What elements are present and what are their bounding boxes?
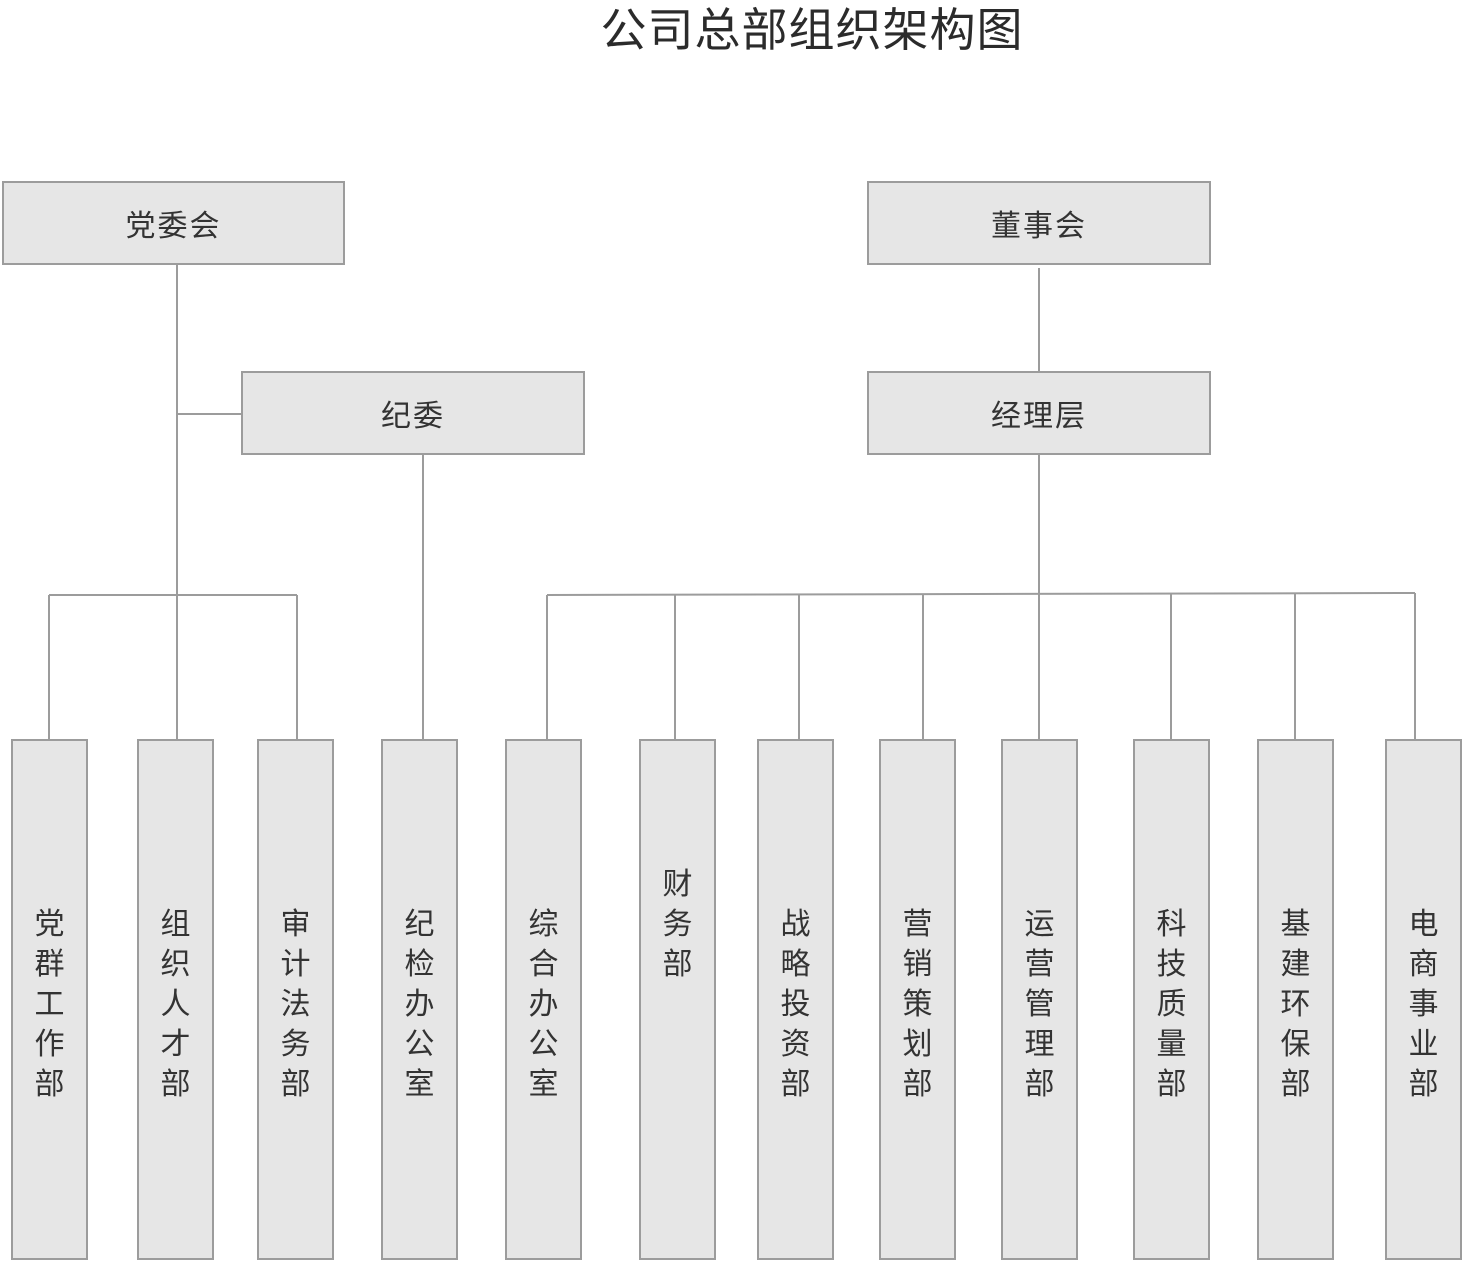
department-node: 纪检办公室 [381, 739, 458, 1260]
node-label: 纪委 [381, 399, 445, 434]
board-node: 董事会 [867, 181, 1211, 265]
department-label: 审计法务部 [280, 906, 311, 1102]
node-label: 经理层 [991, 399, 1087, 434]
department-label: 战略投资部 [780, 906, 811, 1102]
department-label: 运营管理部 [1024, 906, 1055, 1102]
department-label: 财务部 [662, 866, 693, 982]
department-node: 基建环保部 [1257, 739, 1334, 1260]
department-node: 战略投资部 [757, 739, 834, 1260]
discipline-committee-node: 纪委 [241, 371, 585, 455]
department-label: 党群工作部 [34, 906, 65, 1102]
department-node: 科技质量部 [1133, 739, 1210, 1260]
department-node: 审计法务部 [257, 739, 334, 1260]
department-label: 营销策划部 [902, 906, 933, 1102]
department-node: 组织人才部 [137, 739, 214, 1260]
party-committee-node: 党委会 [2, 181, 345, 265]
management-node: 经理层 [867, 371, 1211, 455]
department-node: 综合办公室 [505, 739, 582, 1260]
department-label: 科技质量部 [1156, 906, 1187, 1102]
node-label: 党委会 [125, 209, 222, 244]
department-label: 组织人才部 [160, 906, 191, 1102]
department-label: 综合办公室 [528, 906, 559, 1102]
department-label: 纪检办公室 [404, 906, 435, 1102]
department-node: 电商事业部 [1385, 739, 1462, 1260]
department-node: 营销策划部 [879, 739, 956, 1260]
department-node: 财务部 [639, 739, 716, 1260]
page-title: 公司总部组织架构图 [600, 3, 1024, 57]
department-node: 党群工作部 [11, 739, 88, 1260]
department-label: 基建环保部 [1280, 906, 1311, 1102]
connector-line [546, 592, 1416, 596]
node-label: 董事会 [991, 209, 1087, 244]
department-label: 电商事业部 [1408, 906, 1439, 1102]
department-node: 运营管理部 [1001, 739, 1078, 1260]
